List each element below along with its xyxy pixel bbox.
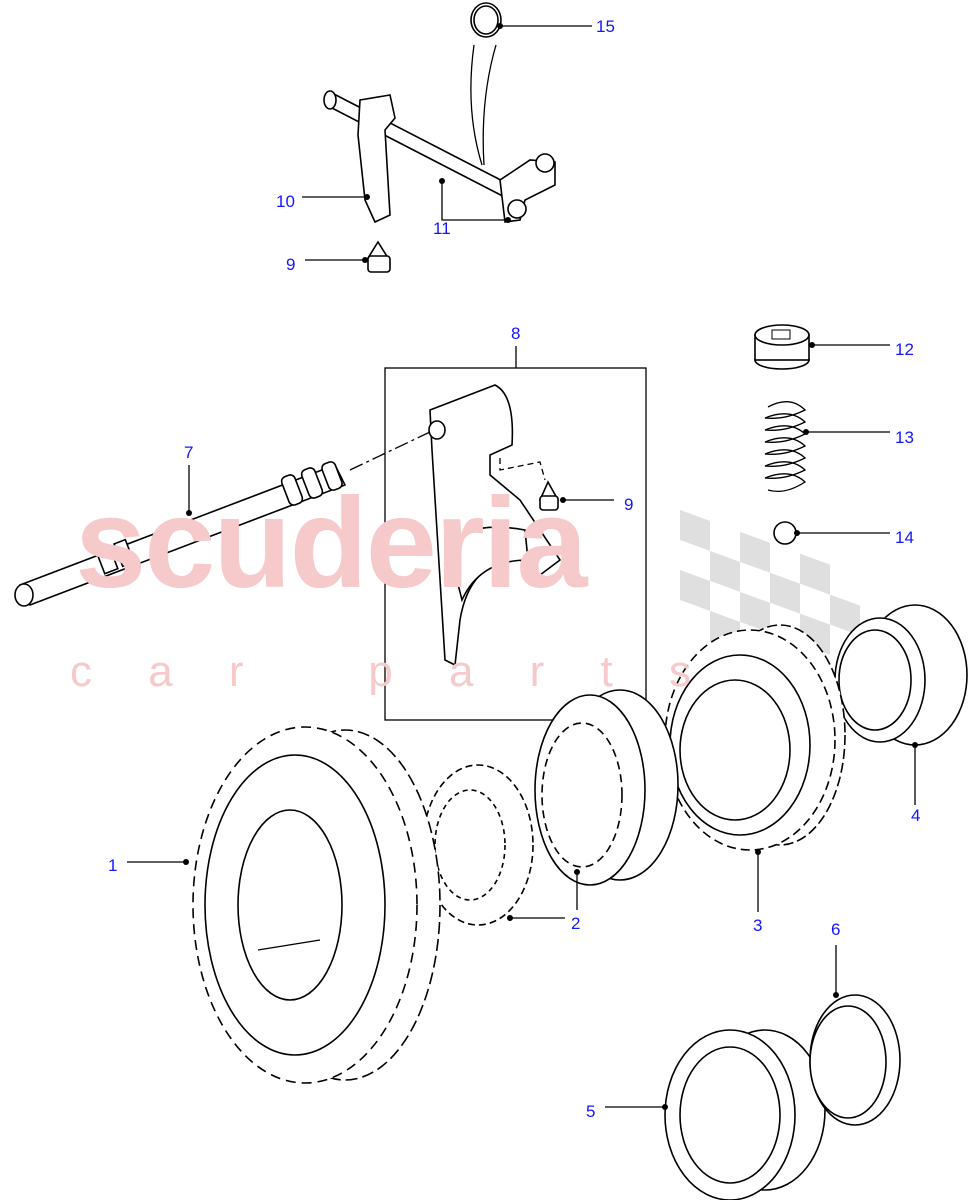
part-8-selector-fork	[428, 384, 562, 667]
part-7-selector-rod	[14, 431, 431, 607]
callout-14[interactable]: 14	[895, 528, 914, 547]
callout-6[interactable]: 6	[831, 920, 841, 939]
callout-9-fork[interactable]: 9	[624, 495, 634, 514]
part-14-ball	[773, 521, 797, 545]
callout-15[interactable]: 15	[596, 17, 615, 36]
callout-8[interactable]: 8	[511, 324, 521, 343]
callout-4[interactable]: 4	[911, 806, 921, 825]
part-12-plug	[754, 324, 810, 370]
part-1-gear	[192, 726, 441, 1084]
part-3-gear	[664, 624, 846, 851]
part-2-synchro-hub	[422, 764, 534, 926]
callout-9[interactable]: 9	[286, 255, 296, 274]
callout-12[interactable]: 12	[895, 340, 914, 359]
callout-2[interactable]: 2	[571, 914, 581, 933]
part-15-o-ring	[470, 2, 502, 166]
part-4-synchro-cone	[834, 604, 968, 746]
part-2-synchro-sleeve	[534, 689, 679, 886]
part-13-spring	[764, 401, 807, 493]
watermark-tagline: c a r p a r t s	[70, 647, 713, 696]
callout-11[interactable]: 11	[433, 219, 451, 238]
callout-1[interactable]: 1	[108, 856, 118, 875]
callout-5[interactable]: 5	[586, 1102, 596, 1121]
leader-lines	[127, 23, 918, 1110]
part-5-bearing	[664, 1029, 826, 1200]
callout-3[interactable]: 3	[753, 916, 763, 935]
part-6-seal-ring	[809, 994, 901, 1126]
part-11-selector-shaft	[323, 90, 556, 224]
watermark-brand: scuderia	[75, 472, 587, 615]
callout-10[interactable]: 10	[276, 192, 295, 211]
part-9-plunger	[366, 240, 391, 273]
callout-13[interactable]: 13	[895, 428, 914, 447]
callout-7[interactable]: 7	[184, 443, 194, 462]
